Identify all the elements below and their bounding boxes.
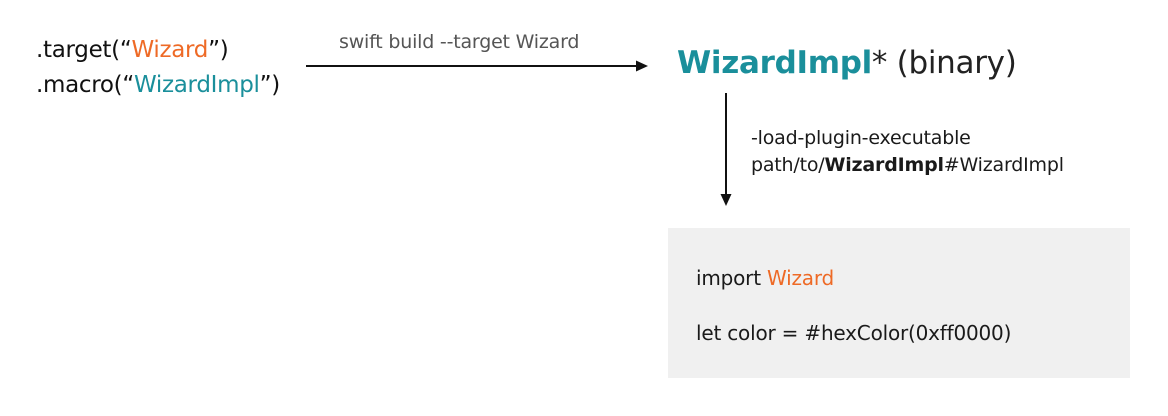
import-module: Wizard: [767, 266, 835, 290]
binary-suffix: * (binary): [871, 45, 1017, 81]
macro-suffix: ”): [259, 72, 281, 98]
plugin-path-suffix: #WizardImpl: [943, 154, 1064, 176]
plugin-flag-line1: -load-plugin-executable: [751, 127, 971, 149]
target-suffix: ”): [208, 37, 229, 63]
macro-name: WizardImpl: [133, 72, 260, 98]
target-declaration: .target(“Wizard”): [36, 37, 229, 63]
target-prefix: .target(“: [36, 37, 132, 63]
import-keyword: import: [696, 266, 767, 290]
code-import-line: import Wizard: [696, 266, 834, 290]
target-name: Wizard: [131, 37, 209, 63]
binary-name: WizardImpl: [677, 45, 872, 81]
code-usage-line: let color = #hexColor(0xff0000): [696, 321, 1012, 345]
binary-title: WizardImpl* (binary): [677, 45, 1017, 81]
code-sample-box: import Wizard let color = #hexColor(0xff…: [668, 228, 1130, 378]
plugin-path-binary: WizardImpl: [824, 154, 944, 176]
plugin-flag-label: -load-plugin-executable path/to/WizardIm…: [751, 125, 1064, 179]
plugin-arrow: [720, 93, 732, 206]
plugin-flag-line2: path/to/WizardImpl#WizardImpl: [751, 152, 1064, 179]
build-arrow-label: swift build --target Wizard: [339, 31, 580, 53]
plugin-path-prefix: path/to/: [751, 154, 825, 176]
macro-declaration: .macro(“WizardImpl”): [36, 72, 280, 98]
macro-prefix: .macro(“: [36, 72, 134, 98]
build-arrow: [306, 60, 648, 72]
